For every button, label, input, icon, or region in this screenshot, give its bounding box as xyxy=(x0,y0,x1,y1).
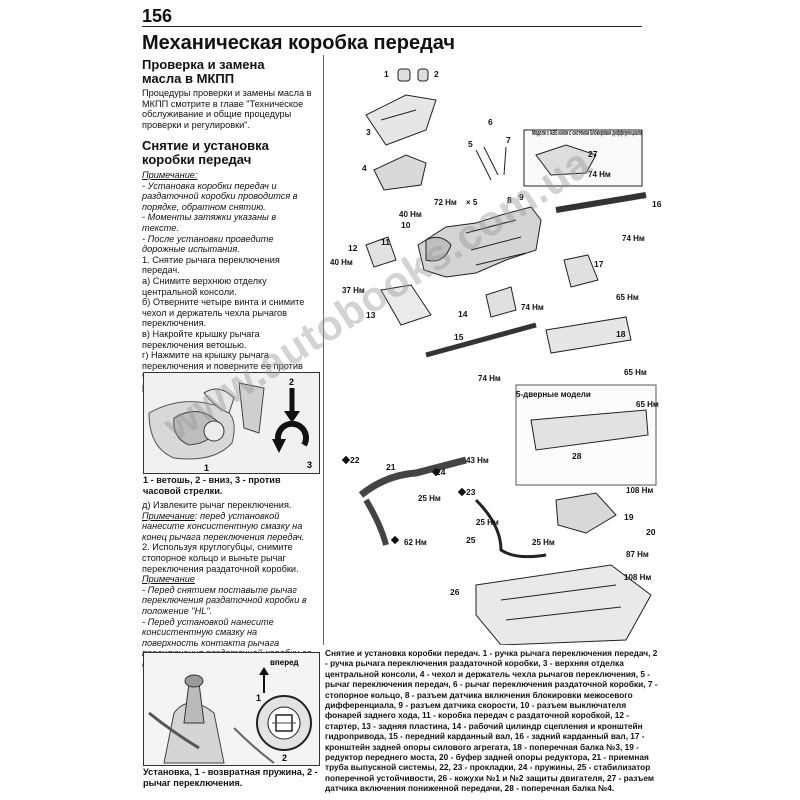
step-1e: д) Извлеките рычаг переключения. xyxy=(142,500,292,510)
step-1a: а) Снимите верхнюю отделку центральной к… xyxy=(142,275,267,297)
torque-label: 74 Нм xyxy=(478,374,501,383)
note-label: Примечание xyxy=(142,510,195,521)
diag-num-6: 6 xyxy=(488,117,493,127)
diag-num-5: 5 xyxy=(468,139,473,149)
fig1-label-2: 2 xyxy=(289,377,294,387)
diag-num-18: 18 xyxy=(616,329,626,339)
section-oil-heading: Проверка и замена масла в МКПП xyxy=(142,57,265,86)
step-1b: б) Отверните четыре винта и снимите чехо… xyxy=(142,297,305,329)
torque-label: 74 Нм xyxy=(622,234,645,243)
note-label: Примечание xyxy=(142,574,195,585)
section-oil-text: Процедуры проверки и замены масла в МКПП… xyxy=(142,88,312,130)
diag-num-4: 4 xyxy=(362,163,367,173)
torque-label: 37 Нм xyxy=(342,286,365,295)
transmission-exploded-view: 1 2 3 4 5 6 7 8 9 10 11 12 13 14 15 16 1… xyxy=(330,68,662,646)
diag-num-27: 27 xyxy=(588,149,598,159)
step-2: 2. Используя круглогубцы, снимите стопор… xyxy=(142,542,299,574)
diag-num-13: 13 xyxy=(366,310,376,320)
diag-num-20: 20 xyxy=(646,527,656,537)
section-removal-heading: Снятие и установка коробки передач xyxy=(142,138,269,167)
torque-label: 25 Нм xyxy=(418,494,441,503)
top-rule xyxy=(142,26,642,27)
diag-num-3: 3 xyxy=(366,127,371,137)
torque-label: 65 Нм xyxy=(616,293,639,302)
note-label: Примечание: xyxy=(142,170,198,180)
diag-num-16: 16 xyxy=(652,199,662,209)
spring-photo-illustration: вперед 1 2 xyxy=(144,653,319,765)
diag-num-24: 24 xyxy=(436,467,446,477)
diag-num-12: 12 xyxy=(348,243,358,253)
diag-num-2: 2 xyxy=(434,69,439,79)
diag-num-23: 23 xyxy=(466,487,476,497)
step-1c: в) Накройте крышку рычага переключения в… xyxy=(142,328,260,350)
diag-num-25: 25 xyxy=(466,535,476,545)
note-item: - Установка коробки передач и раздаточно… xyxy=(142,180,298,212)
steps-continued: д) Извлеките рычаг переключения. Примеча… xyxy=(142,500,315,670)
fig1-label-1: 1 xyxy=(204,463,209,473)
torque-label: 65 Нм xyxy=(624,368,647,377)
diag-num-26: 26 xyxy=(450,587,460,597)
exploded-diagram: 1 2 3 4 5 6 7 8 9 10 11 12 13 14 15 16 1… xyxy=(326,55,662,646)
torque-label: 108 Нм xyxy=(624,573,651,582)
torque-label: 25 Нм xyxy=(476,518,499,527)
diag-num-22: 22 xyxy=(350,455,360,465)
torque-label: 62 Нм xyxy=(404,538,427,547)
figure-lever-photo: 2 1 3 xyxy=(143,372,320,474)
torque-label: 108 Нм xyxy=(626,486,653,495)
note-text: : перед установкой нанесите консистентну… xyxy=(142,510,305,542)
figure-spring-photo: вперед 1 2 xyxy=(143,652,320,766)
fig2-label-1: 1 xyxy=(256,693,261,703)
fig2-label-2: 2 xyxy=(282,753,287,763)
diagram-caption: Снятие и установка коробки передач. 1 - … xyxy=(325,648,658,794)
lever-photo-illustration: 2 1 3 xyxy=(144,373,319,473)
figure1-caption: 1 - ветошь, 2 - вниз, 3 - против часовой… xyxy=(143,475,281,496)
five-door-label: 5-дверные модели xyxy=(516,390,591,399)
note-item: - После установки проведите дорожные исп… xyxy=(142,233,274,255)
figure2-caption: Установка, 1 - возвратная пружина, 2 - р… xyxy=(143,767,318,788)
diag-num-28: 28 xyxy=(572,451,582,461)
column-divider xyxy=(323,55,324,645)
torque-label: 40 Нм xyxy=(330,258,353,267)
abs-note-line: Модели с ABS и/или с системой блокировки… xyxy=(532,128,642,137)
diag-num-14: 14 xyxy=(458,309,468,319)
diag-num-11: 11 xyxy=(381,237,390,247)
torque-label: 74 Нм xyxy=(521,303,544,312)
page-title: Механическая коробка передач xyxy=(142,32,456,54)
diag-num-7: 7 xyxy=(506,135,511,145)
torque-label: 40 Нм xyxy=(399,210,422,219)
forward-label: вперед xyxy=(270,658,299,667)
note-item: - Перед снятием поставьте рычаг переключ… xyxy=(142,584,307,616)
torque-label: 74 Нм xyxy=(588,170,611,179)
diag-num-15: 15 xyxy=(454,332,464,342)
torque-label: 72 Нм xyxy=(434,198,457,207)
diag-num-21: 21 xyxy=(386,462,396,472)
x5-label: × 5 xyxy=(466,198,478,207)
torque-label: 43 Нм xyxy=(466,456,489,465)
diag-num-19: 19 xyxy=(624,512,634,522)
removal-notes: Примечание: - Установка коробки передач … xyxy=(142,170,315,392)
note-item: - Моменты затяжки указаны в тексте. xyxy=(142,212,277,233)
grease-note: Примечание: перед установкой нанесите ко… xyxy=(142,511,315,543)
page-number: 156 xyxy=(142,6,173,26)
diag-num-8: 8 xyxy=(507,195,512,205)
torque-label: 65 Нм xyxy=(636,400,659,409)
fig1-label-3: 3 xyxy=(307,460,312,470)
torque-label: 87 Нм xyxy=(626,550,649,559)
step-1: 1. Снятие рычага переключения передач. xyxy=(142,254,280,276)
diag-num-1: 1 xyxy=(384,69,389,79)
diag-num-10: 10 xyxy=(401,220,411,230)
diag-num-9: 9 xyxy=(519,192,524,202)
diag-num-17: 17 xyxy=(594,259,604,269)
torque-label: 25 Нм xyxy=(532,538,555,547)
